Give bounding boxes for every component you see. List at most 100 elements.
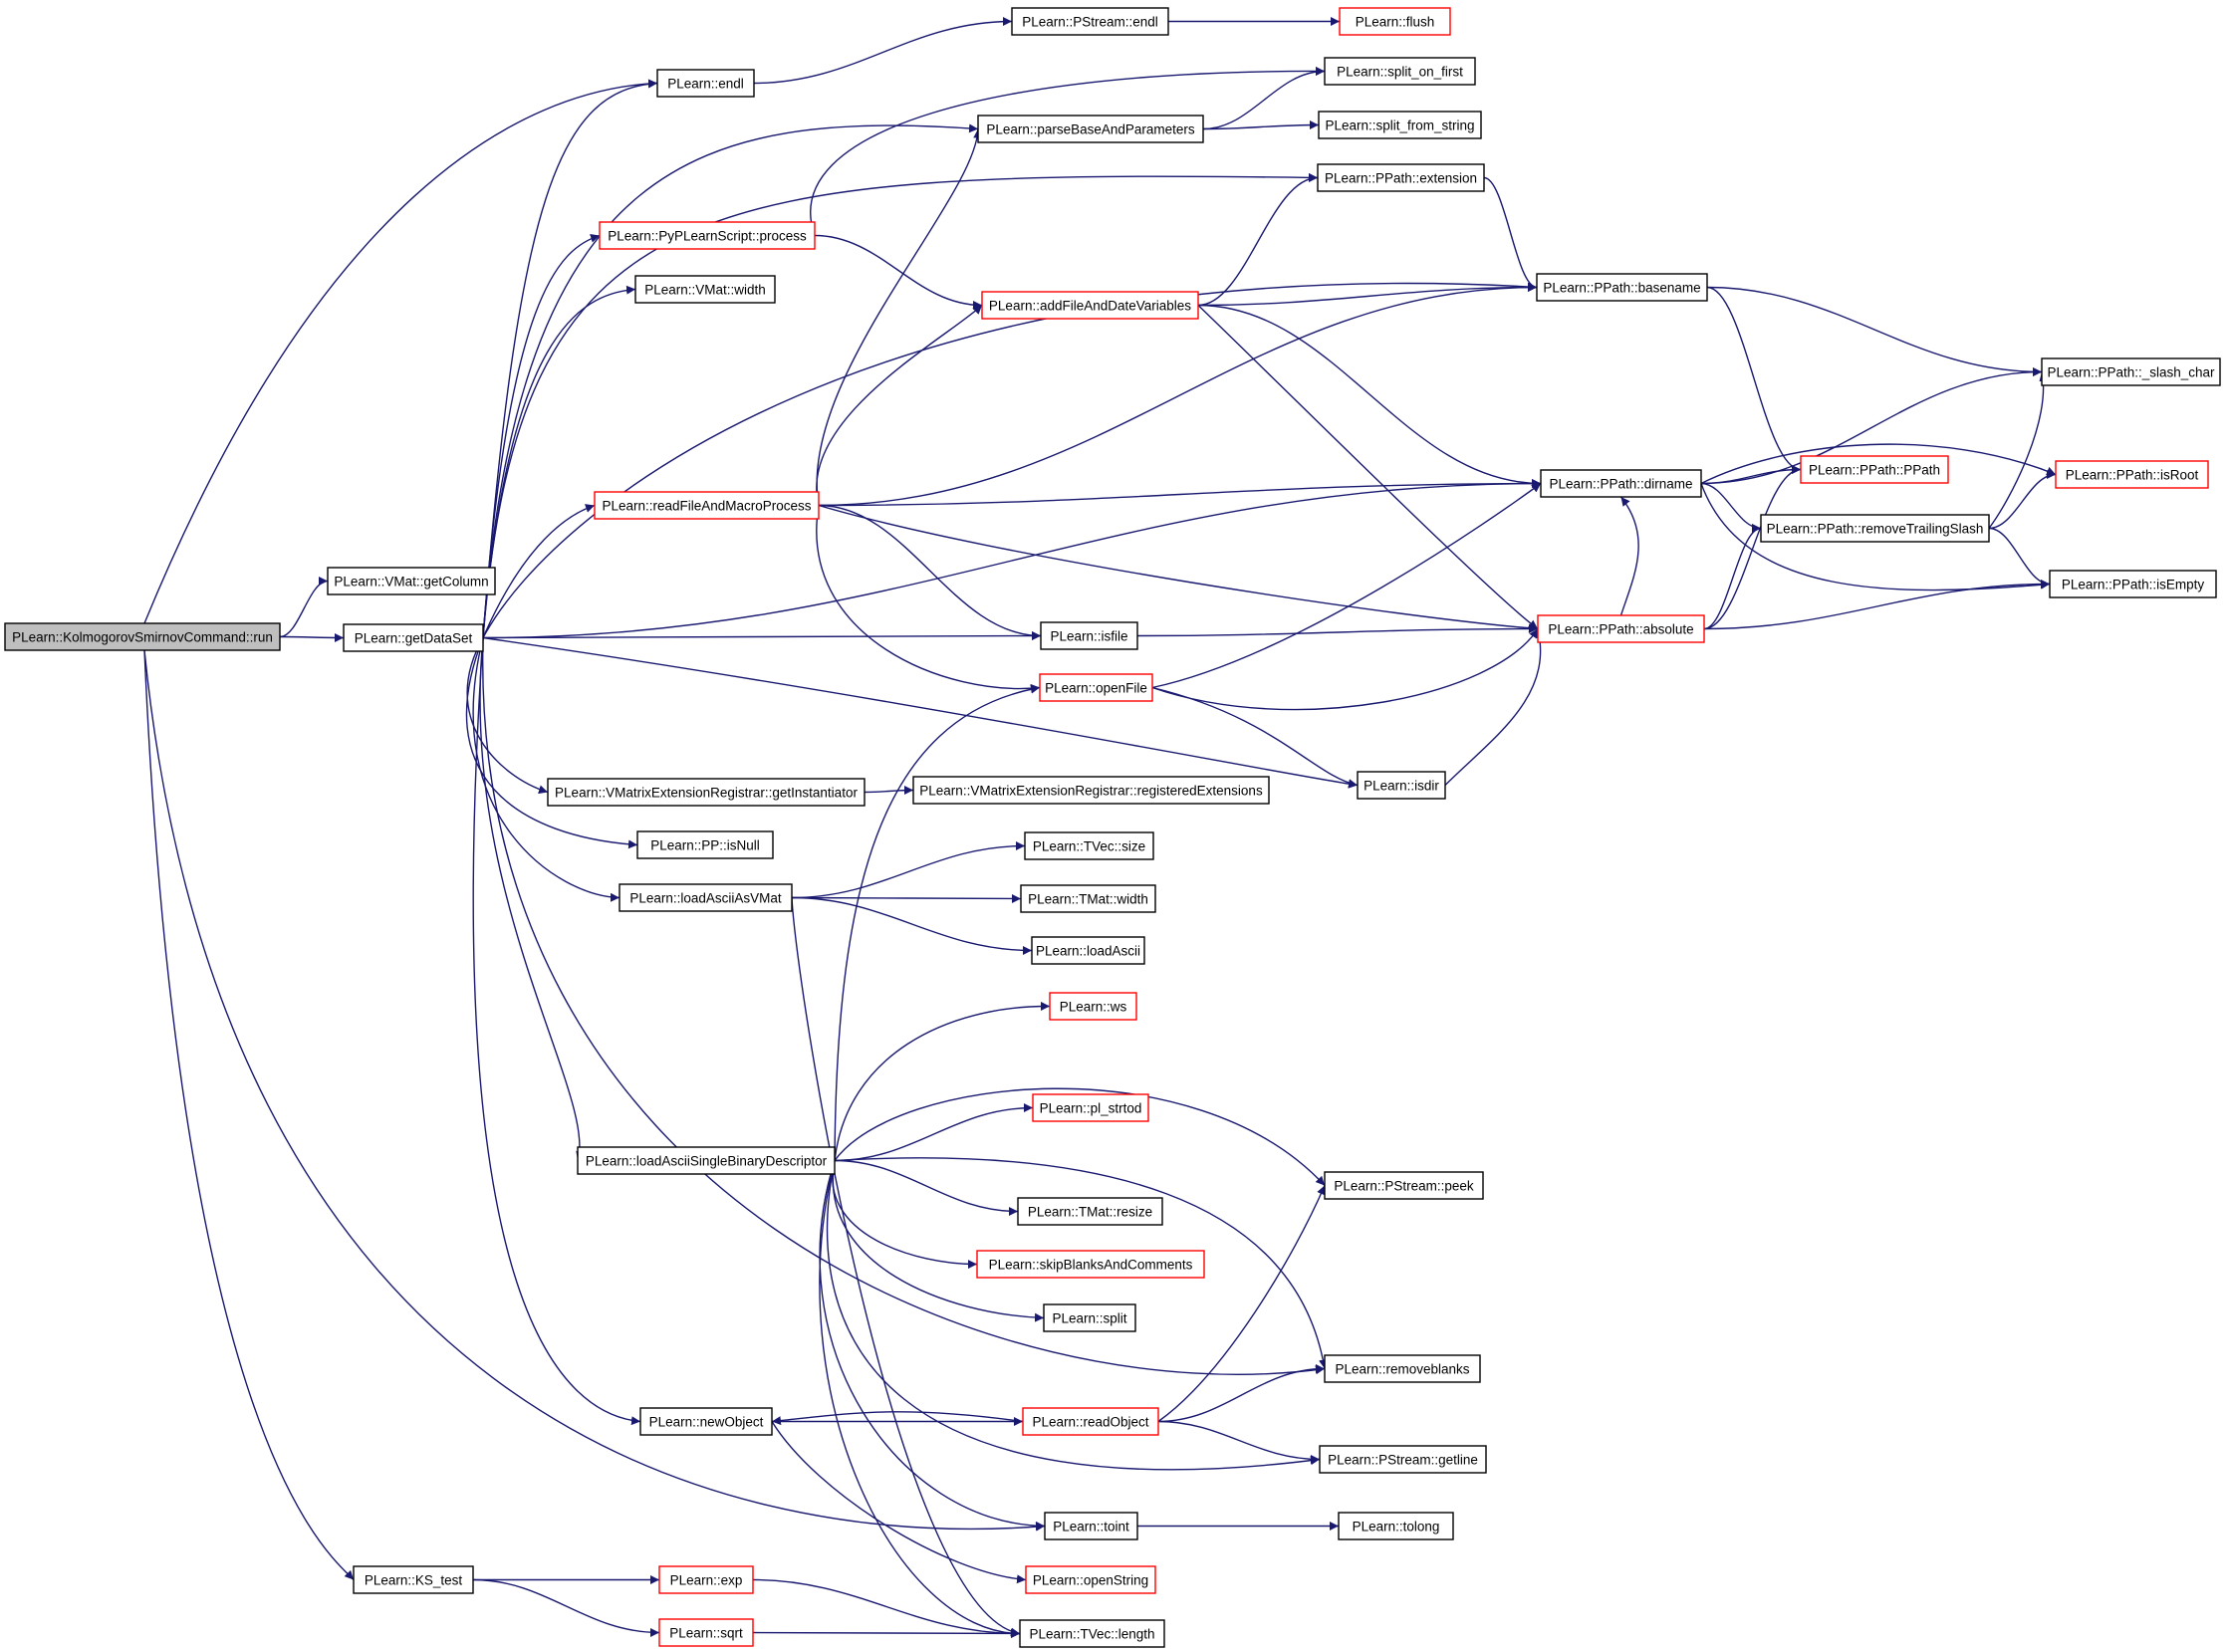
node-new-object[interactable]: PLearn::newObject (639, 1407, 773, 1436)
node-extension[interactable]: PLearn::PPath::extension (1317, 163, 1485, 192)
node-removeblanks[interactable]: PLearn::removeblanks (1324, 1354, 1481, 1383)
edge-endl-to-pstreamendl (753, 17, 1013, 85)
edge-load-ascii-as-vmat-to-tmatwidth (791, 893, 1022, 903)
node-slashchar[interactable]: PLearn::PPath::_slash_char (2041, 357, 2221, 386)
node-box (976, 1250, 1205, 1279)
edge-line (752, 1578, 1021, 1638)
node-open-file[interactable]: PLearn::openFile (1039, 673, 1153, 702)
node-run[interactable]: PLearn::KolmogorovSmirnovCommand::run (4, 622, 281, 651)
edge-line (1619, 496, 1639, 616)
node-pyprocess[interactable]: PLearn::PyPLearnScript::process (599, 221, 816, 250)
edge-line (818, 479, 1542, 507)
node-get-data-set[interactable]: PLearn::getDataSet (343, 623, 484, 652)
edge-run-to-toint (143, 649, 1046, 1532)
node-splitfromstring[interactable]: PLearn::split_from_string (1318, 111, 1482, 139)
node-absolute[interactable]: PLearn::PPath::absolute (1537, 614, 1705, 643)
node-sqrt[interactable]: PLearn::sqrt (658, 1618, 754, 1647)
node-label: PLearn::sqrt (669, 1626, 743, 1641)
node-remove-trailing[interactable]: PLearn::PPath::removeTrailingSlash (1760, 514, 1990, 543)
node-ks-test[interactable]: PLearn::KS_test (353, 1565, 474, 1594)
node-dirname[interactable]: PLearn::PPath::dirname (1540, 469, 1702, 498)
node-box (1540, 469, 1702, 498)
node-is-root[interactable]: PLearn::PPath::isRoot (2055, 460, 2209, 489)
node-splitfirst[interactable]: PLearn::split_on_first (1324, 57, 1476, 86)
node-getline[interactable]: PLearn::PStream::getline (1319, 1445, 1487, 1474)
node-box (634, 275, 776, 304)
node-label: PLearn::split (1052, 1311, 1126, 1326)
edge-parse-base-to-splitfirst (1202, 67, 1326, 130)
node-is-empty[interactable]: PLearn::PPath::isEmpty (2049, 570, 2217, 598)
edge-read-file-to-dirname (818, 479, 1542, 507)
edge-get-data-set-to-basename (482, 282, 1538, 638)
node-tmatresize[interactable]: PLearn::TMat::resize (1017, 1197, 1163, 1226)
edge-extension-to-basename (1483, 176, 1538, 292)
edge-read-file-to-add-file (816, 304, 983, 506)
edge-remove-trailing-to-is-empty (1988, 527, 2051, 589)
node-reg-ext[interactable]: PLearn::VMatrixExtensionRegistrar::regis… (912, 776, 1270, 805)
node-skip-blanks[interactable]: PLearn::skipBlanksAndComments (976, 1250, 1205, 1279)
edge-pyprocess-to-splitfirst (810, 66, 1326, 236)
edge-line (482, 233, 601, 638)
node-box (639, 1407, 773, 1436)
node-peek[interactable]: PLearn::PStream::peek (1324, 1171, 1484, 1200)
edge-line (1706, 286, 1802, 474)
node-load-ascii-as-vmat[interactable]: PLearn::loadAsciiAsVMat (619, 883, 793, 912)
node-label: PLearn::TMat::width (1028, 892, 1148, 907)
node-read-object[interactable]: PLearn::readObject (1022, 1407, 1159, 1436)
edge-get-data-set-to-vmatwidth (482, 285, 636, 638)
node-label: PLearn::skipBlanksAndComments (989, 1258, 1193, 1273)
edge-line (1988, 371, 2049, 529)
node-get-inst[interactable]: PLearn::VMatrixExtensionRegistrar::getIn… (547, 778, 866, 807)
node-box (1025, 1565, 1156, 1594)
edge-line (1700, 482, 1762, 533)
node-pstreamendl[interactable]: PLearn::PStream::endl (1011, 7, 1169, 36)
edge-line (472, 637, 641, 1426)
node-ws[interactable]: PLearn::ws (1049, 992, 1137, 1021)
node-ppis-null[interactable]: PLearn::PP::isNull (636, 830, 774, 859)
node-label: PLearn::openFile (1045, 681, 1147, 696)
node-box (327, 567, 496, 595)
edge-line (819, 1160, 1021, 1638)
node-split[interactable]: PLearn::split (1043, 1303, 1136, 1332)
edge-absolute-to-remove-trailing (1703, 524, 1762, 630)
node-isdir[interactable]: PLearn::isdir (1357, 771, 1446, 800)
node-endl[interactable]: PLearn::endl (656, 69, 755, 98)
edge-open-file-to-isdir (1151, 686, 1359, 789)
node-ppath[interactable]: PLearn::PPath::PPath (1800, 455, 1949, 484)
node-label: PLearn::PPath::_slash_char (2047, 365, 2215, 380)
node-box (977, 115, 1204, 143)
node-tmatwidth[interactable]: PLearn::TMat::width (1020, 884, 1156, 913)
edge-line (826, 1160, 1321, 1471)
edge-get-data-set-to-parse-base (482, 123, 979, 638)
node-basename[interactable]: PLearn::PPath::basename (1536, 273, 1708, 302)
edge-line (1988, 527, 2051, 589)
node-label: PLearn::newObject (649, 1415, 764, 1430)
node-read-file[interactable]: PLearn::readFileAndMacroProcess (594, 491, 820, 520)
node-load-ascii[interactable]: PLearn::loadAscii (1031, 936, 1145, 965)
node-add-file[interactable]: PLearn::addFileAndDateVariables (981, 291, 1199, 320)
node-tolong[interactable]: PLearn::tolong (1338, 1512, 1454, 1540)
node-label: PLearn::loadAsciiSingleBinaryDescriptor (586, 1154, 828, 1169)
edge-run-to-get-data-set (279, 632, 345, 642)
node-isfile[interactable]: PLearn::isfile (1040, 621, 1138, 650)
node-tveclength[interactable]: PLearn::TVec::length (1019, 1619, 1165, 1648)
node-toint[interactable]: PLearn::toint (1044, 1512, 1138, 1540)
node-open-string[interactable]: PLearn::openString (1025, 1565, 1156, 1594)
edge-dirname-to-slashchar (1700, 367, 2043, 485)
edge-line (791, 897, 1021, 1637)
node-flush[interactable]: PLearn::flush (1339, 7, 1451, 36)
edge-run-to-get-column (279, 577, 329, 638)
node-exp[interactable]: PLearn::exp (658, 1565, 754, 1594)
node-box (1324, 57, 1476, 86)
node-tvecsize[interactable]: PLearn::TVec::size (1024, 831, 1154, 860)
node-load-ascii-sbd[interactable]: PLearn::loadAsciiSingleBinaryDescriptor (577, 1146, 836, 1175)
edge-get-data-set-to-load-ascii-sbd (479, 637, 585, 1161)
node-box (1318, 111, 1482, 139)
node-parse-base[interactable]: PLearn::parseBaseAndParameters (977, 115, 1204, 143)
node-get-column[interactable]: PLearn::VMat::getColumn (327, 567, 496, 595)
node-vmatwidth[interactable]: PLearn::VMat::width (634, 275, 776, 304)
edge-get-data-set-to-isfile (482, 631, 1042, 641)
edge-read-object-to-peek (1157, 1185, 1326, 1423)
edge-line (834, 1157, 1328, 1369)
node-plstrtod[interactable]: PLearn::pl_strtod (1032, 1093, 1149, 1122)
